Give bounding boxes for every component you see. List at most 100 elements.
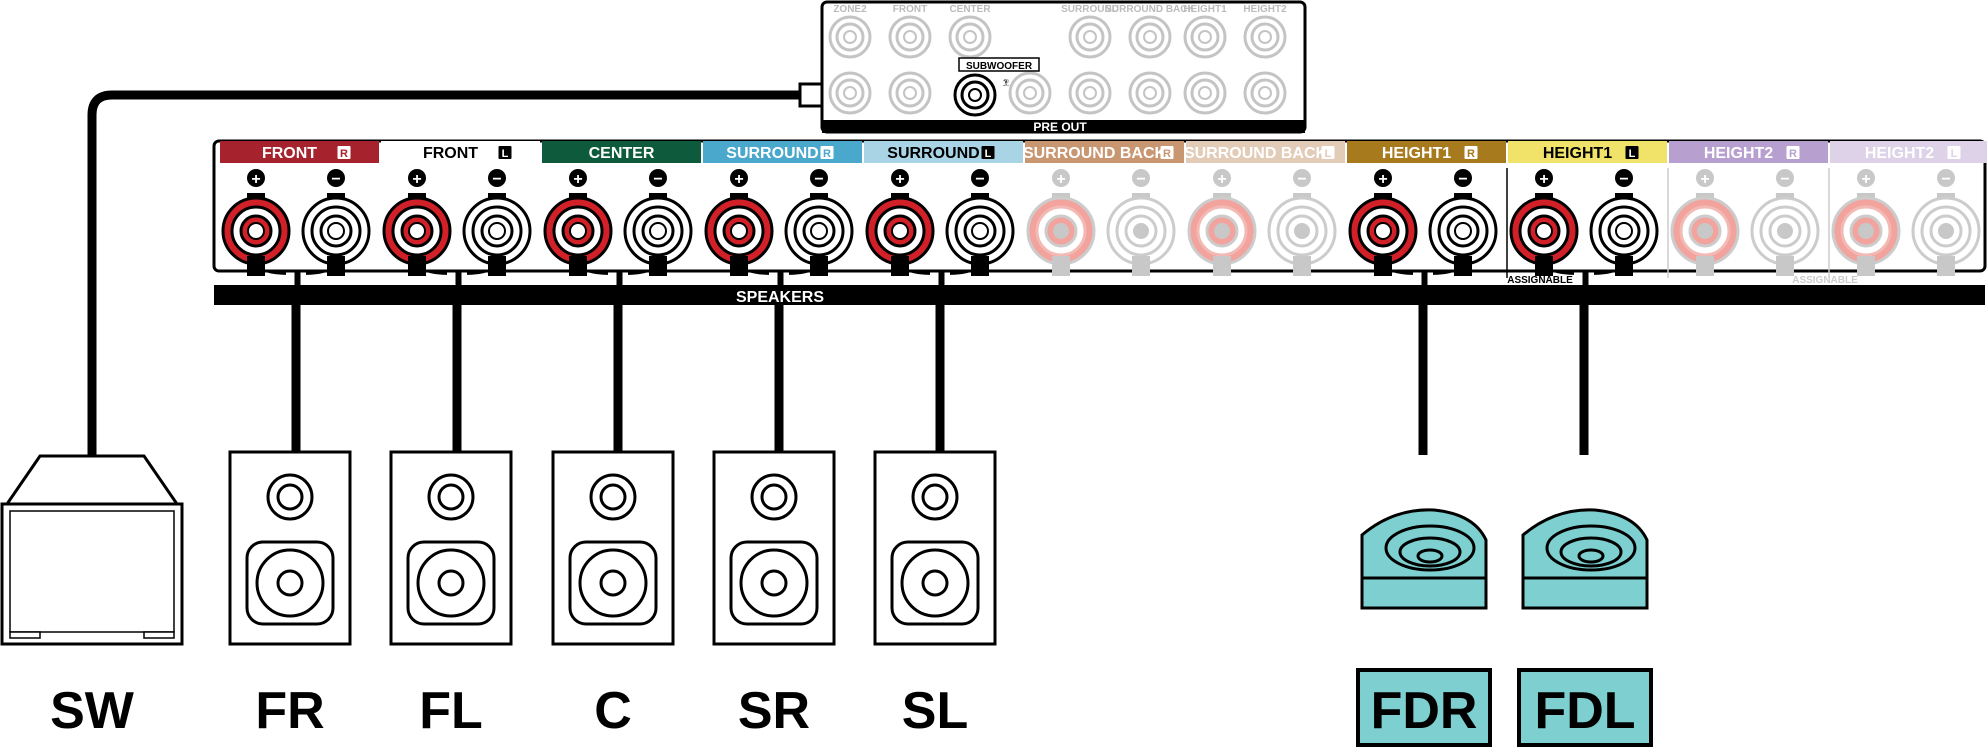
pre-out-panel: PRE OUT ZONE2 FRONT CENTER SURROUNDSURROUND … — [820, 0, 1307, 134]
pre-out-jack-top-1 — [888, 15, 932, 59]
pre-out-label-6: HEIGHT2 — [1243, 4, 1287, 15]
subwoofer-cable — [87, 90, 820, 460]
terminal-label-5: SURROUND BACK — [1023, 145, 1167, 162]
terminal-side-5: R — [1163, 148, 1171, 160]
svg-text:−: − — [1297, 171, 1306, 188]
speaker-sl: SL — [873, 450, 997, 740]
pre-out-label-0: ZONE2 — [833, 4, 867, 15]
terminal-panel-bar — [214, 285, 1985, 305]
binding-post-1-positive: + — [382, 169, 452, 276]
terminal-side-box-7 — [1464, 146, 1478, 159]
terminal-side-9: R — [1789, 148, 1797, 160]
pre-out-jack-bottom-0 — [828, 71, 872, 115]
binding-post-5-positive: + — [1026, 169, 1096, 276]
speakers-panel-title: SPEAKERS — [736, 289, 824, 306]
terminal-label-2: CENTER — [589, 145, 655, 162]
speaker-label-sl: SL — [902, 682, 968, 740]
terminal-side-box-3 — [820, 146, 834, 159]
speaker-sw: SW — [0, 454, 184, 740]
binding-post-10-positive: + — [1831, 169, 1901, 276]
speaker-label-sw: SW — [50, 682, 135, 740]
terminal-label-1: FRONT — [423, 145, 478, 162]
pre-out-jack-top-4 — [1128, 15, 1172, 59]
terminal-label-bg-6 — [1186, 141, 1345, 163]
terminal-label-10: HEIGHT2 — [1865, 145, 1934, 162]
terminal-label-3: SURROUND — [726, 145, 818, 162]
terminal-label-8: HEIGHT1 — [1543, 145, 1612, 162]
subwoofer-label-box — [958, 57, 1040, 72]
pre-out-label-2: CENTER — [949, 4, 991, 15]
speaker-label-box-fdl — [1517, 668, 1653, 747]
svg-text:+: + — [734, 171, 743, 188]
binding-post-3-negative: − — [784, 169, 854, 276]
pre-out-jack-top-0 — [828, 15, 872, 59]
binding-post-1-negative: − — [462, 169, 532, 276]
pre-out-jack-bottom-1 — [888, 71, 932, 115]
binding-post-0-positive: + — [221, 169, 291, 276]
speaker-label-fl: FL — [419, 682, 483, 740]
svg-text:−: − — [653, 171, 662, 188]
svg-text:−: − — [331, 171, 340, 188]
speaker-label-fdl: FDL — [1534, 682, 1635, 740]
binding-post-10-negative: − — [1911, 169, 1981, 276]
pre-out-jack-bottom-4 — [1128, 71, 1172, 115]
binding-post-8-negative: − — [1589, 169, 1659, 276]
svg-text:−: − — [975, 171, 984, 188]
speaker-label-sr: SR — [738, 682, 810, 740]
terminal-label-0: FRONT — [262, 145, 317, 162]
pre-out-label-3: SURROUND — [1061, 4, 1119, 15]
svg-text:+: + — [895, 171, 904, 188]
pre-out-jack-top-3 — [1068, 15, 1112, 59]
binding-post-7-negative: − — [1428, 169, 1498, 276]
pre-out-label-1: FRONT — [893, 4, 927, 15]
pre-out-jack-top-6 — [1243, 15, 1287, 59]
svg-text:+: + — [1861, 171, 1870, 188]
svg-text:+: + — [1539, 171, 1548, 188]
terminal-side-7: R — [1467, 148, 1475, 160]
terminal-label-6: SURROUND BACK — [1184, 145, 1328, 162]
speaker-label-box-fdr — [1356, 668, 1492, 747]
svg-text:+: + — [1378, 171, 1387, 188]
terminal-side-box-4 — [981, 146, 995, 159]
pre-out-jack-top-2 — [948, 15, 992, 59]
terminal-label-bg-5 — [1025, 141, 1184, 163]
pre-out-label-4: SURROUND BACK — [1105, 4, 1195, 15]
pre-out-jack-bottom-5 — [1183, 71, 1227, 115]
terminal-side-box-5 — [1160, 146, 1174, 159]
binding-post-7-positive: + — [1348, 169, 1418, 276]
terminal-side-box-6 — [1321, 146, 1335, 159]
pre-out-jack-bottom-3 — [1068, 71, 1112, 115]
svg-text:+: + — [1217, 171, 1226, 188]
pre-out-bar — [822, 120, 1305, 133]
binding-post-2-negative: − — [623, 169, 693, 276]
terminal-side-0: R — [340, 148, 348, 160]
svg-text:+: + — [1700, 171, 1709, 188]
binding-post-0-negative: − — [301, 169, 371, 276]
svg-text:+: + — [573, 171, 582, 188]
svg-text:−: − — [1619, 171, 1628, 188]
terminal-side-box-1 — [498, 146, 512, 159]
subwoofer-jack-1 — [953, 73, 997, 117]
terminal-side-box-8 — [1625, 146, 1639, 159]
terminal-side-3: R — [823, 148, 831, 160]
svg-text:+: + — [412, 171, 421, 188]
svg-text:+: + — [251, 171, 260, 188]
svg-text:−: − — [1941, 171, 1950, 188]
pre-out-jack-top-5 — [1183, 15, 1227, 59]
binding-post-6-negative: − — [1267, 169, 1337, 276]
terminal-side-6: L — [1325, 148, 1332, 160]
svg-text:−: − — [1780, 171, 1789, 188]
binding-post-8-positive: + — [1509, 169, 1579, 276]
svg-text:−: − — [814, 171, 823, 188]
terminal-side-box-10 — [1947, 146, 1961, 159]
speaker-fdr: FDR — [1356, 508, 1492, 747]
speaker-fr: FR — [228, 450, 352, 740]
terminal-side-1: L — [502, 148, 509, 160]
pre-out-title: PRE OUT — [1033, 120, 1087, 134]
terminal-label-9: HEIGHT2 — [1704, 145, 1773, 162]
binding-post-9-negative: − — [1750, 169, 1820, 276]
